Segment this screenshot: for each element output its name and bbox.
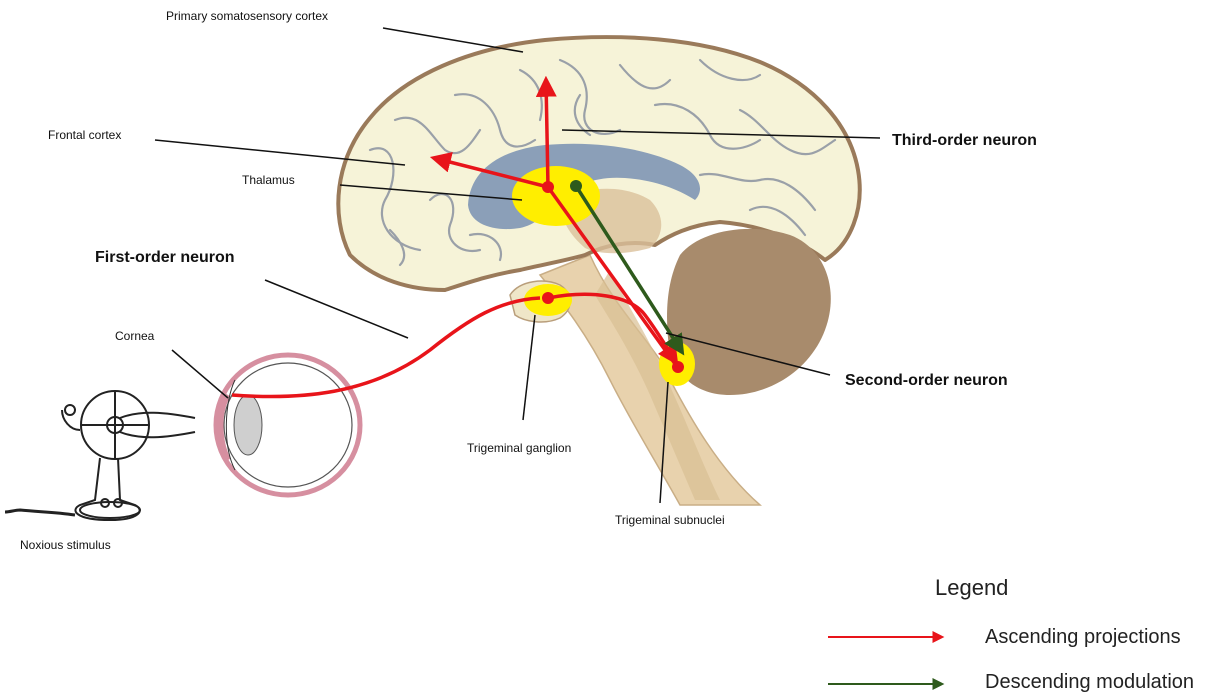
subnuclei-neuron-dot bbox=[672, 361, 684, 373]
thalamic-neuron-dot bbox=[542, 181, 554, 193]
legend-ascending-label: Ascending projections bbox=[985, 626, 1181, 648]
label-noxious-stimulus: Noxious stimulus bbox=[20, 538, 111, 552]
label-cornea: Cornea bbox=[115, 329, 155, 343]
legend-descending-label: Descending modulation bbox=[985, 671, 1194, 693]
label-second-order-neuron: Second-order neuron bbox=[845, 372, 1008, 389]
third-order-to-somatosensory bbox=[546, 80, 548, 187]
label-thalamus: Thalamus bbox=[242, 173, 295, 187]
label-primary-somatosensory-cortex: Primary somatosensory cortex bbox=[166, 9, 328, 23]
label-third-order-neuron: Third-order neuron bbox=[892, 132, 1037, 149]
ganglion-neuron-dot bbox=[542, 292, 554, 304]
label-trigeminal-subnuclei: Trigeminal subnuclei bbox=[615, 513, 725, 527]
fan-illustration bbox=[5, 391, 195, 520]
descending-neuron-dot bbox=[570, 180, 582, 192]
legend: Legend Ascending projections Descending … bbox=[828, 575, 1194, 693]
legend-title: Legend bbox=[935, 575, 1008, 600]
label-first-order-neuron: First-order neuron bbox=[95, 249, 235, 266]
eye-illustration bbox=[216, 355, 360, 495]
label-frontal-cortex: Frontal cortex bbox=[48, 128, 121, 142]
label-trigeminal-ganglion: Trigeminal ganglion bbox=[467, 441, 571, 455]
